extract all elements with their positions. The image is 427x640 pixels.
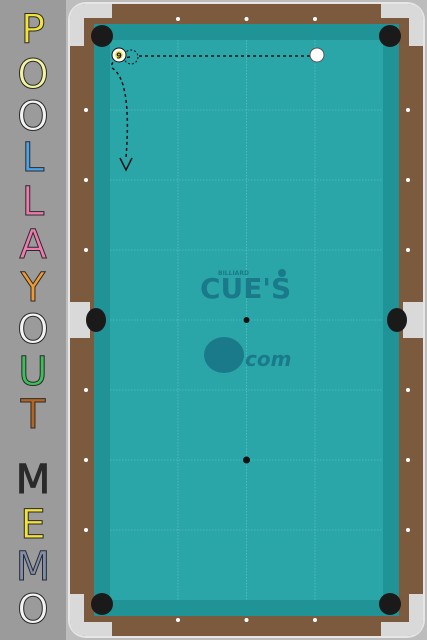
pocket-side-right <box>387 308 407 332</box>
cues-logo: BILLIARD CUE'S <box>200 269 291 305</box>
title-letter: M <box>15 457 51 503</box>
logo-com-text: com <box>245 347 291 371</box>
nine-ball[interactable]: 9 <box>111 47 127 63</box>
title-letter: T <box>20 392 46 438</box>
cue-ball[interactable] <box>309 47 325 63</box>
nine-ball-label: 9 <box>116 52 122 61</box>
path-arrow-icon <box>119 157 133 172</box>
title-letter: P <box>20 7 46 53</box>
title-letter: M <box>15 544 51 590</box>
felt-grid <box>110 40 383 600</box>
pockets <box>86 25 407 615</box>
pocket-top-left <box>91 25 113 47</box>
center-spot <box>243 317 250 323</box>
object-ball-path-line <box>111 67 129 159</box>
title-letter: L <box>21 135 45 181</box>
pocket-bottom-left <box>91 593 113 615</box>
dcom-logo: com <box>204 337 291 373</box>
corner-bottom-left <box>70 594 112 636</box>
logo-small-text: BILLIARD <box>218 270 249 277</box>
pocket-bottom-right <box>379 593 401 615</box>
title-letter: O <box>17 52 49 98</box>
title-letter: O <box>17 94 49 140</box>
title-letter: U <box>18 349 48 395</box>
title-letter: Y <box>20 265 46 311</box>
title-letter: O <box>17 307 49 353</box>
title-letter: E <box>20 502 46 548</box>
table-canvas[interactable]: BILLIARD CUE'S com 9 <box>66 0 427 640</box>
rail-diamonds <box>84 17 410 622</box>
pocket-top-right <box>379 25 401 47</box>
pool-table[interactable]: BILLIARD CUE'S com 9 <box>66 0 427 640</box>
side-plate-left <box>70 302 90 338</box>
corner-top-right <box>381 4 423 46</box>
pocket-side-left <box>86 308 106 332</box>
shot-path <box>111 55 310 159</box>
foot-spot <box>243 456 250 464</box>
logo-person-icon <box>278 269 286 277</box>
dcom-logo-icon <box>204 337 244 373</box>
side-plate-right <box>403 302 423 338</box>
logo-main-text: CUE'S <box>200 272 291 305</box>
title-letter: A <box>19 222 47 268</box>
title-letter: O <box>17 587 49 633</box>
corner-top-left <box>70 4 112 46</box>
deflection-line <box>111 56 131 67</box>
title-letter: L <box>21 179 45 225</box>
corner-bottom-right <box>381 594 423 636</box>
